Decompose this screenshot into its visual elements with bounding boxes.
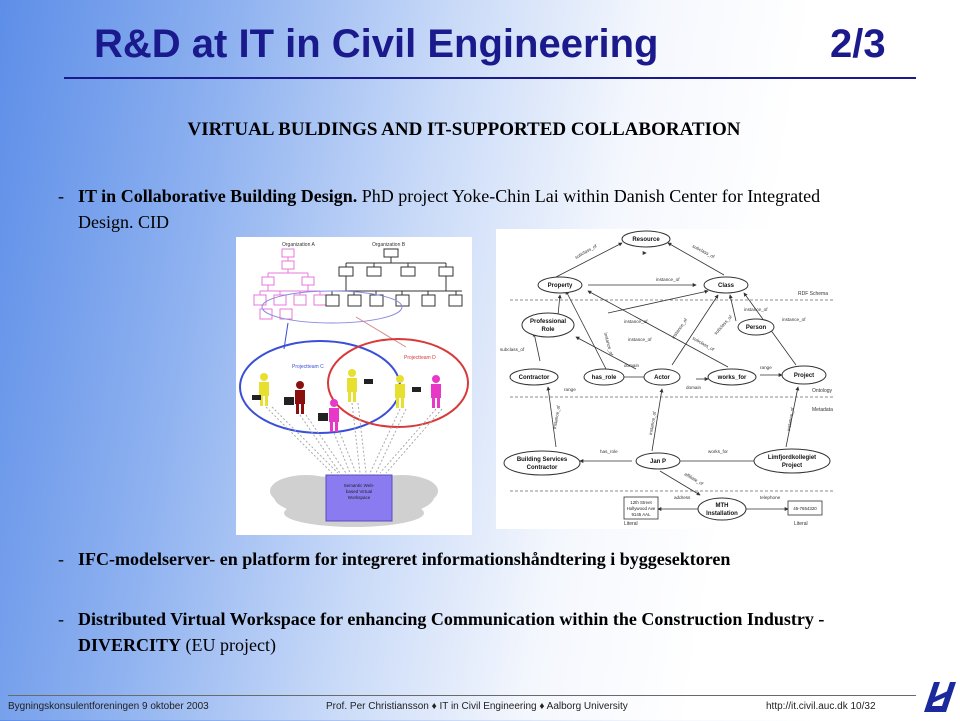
- layer-rdf-schema: RDF Schema: [798, 291, 828, 297]
- bullet-rest: PhD project Yoke-Chin Lai within Danish …: [78, 186, 821, 232]
- org-b-chart: [325, 248, 463, 307]
- node-label: works_for: [717, 375, 747, 381]
- title-divider: [64, 77, 916, 79]
- node-label: Professional: [530, 319, 566, 325]
- footer-divider: [8, 695, 916, 696]
- footer-left: Bygningskonsulentforeningen 9 oktober 20…: [8, 701, 209, 712]
- node-label: Resource: [632, 237, 660, 243]
- node-label: Project: [782, 463, 802, 469]
- bullet-rest: (EU project): [181, 635, 276, 655]
- edge-label: instance_of: [624, 319, 648, 324]
- layer-literal-1: Literal: [624, 521, 638, 527]
- node-label: has_role: [592, 375, 617, 381]
- edge-label: domain: [624, 363, 640, 368]
- org-a-chart: [253, 248, 327, 320]
- org-grouping-ellipse: [261, 290, 403, 324]
- edge-label: instance_of: [671, 317, 689, 340]
- workspace-connections: [265, 402, 443, 474]
- university-logo-icon: [920, 676, 958, 716]
- node-label: Project: [794, 373, 814, 379]
- bullet-bold: Distributed Virtual Workspace for enhanc…: [78, 609, 825, 655]
- phone-literal-box: [787, 500, 823, 516]
- node-label: Role: [541, 327, 555, 333]
- node-labels: Resource Property Class Professional Rol…: [517, 237, 816, 517]
- layer-literal-2: Literal: [794, 521, 808, 527]
- edge-label: telephone: [760, 495, 781, 500]
- edge-label: address: [674, 495, 691, 500]
- literal-label: 9145 AAL: [631, 512, 651, 517]
- edge-label: instance_of: [552, 404, 561, 429]
- slide-subtitle: VIRTUAL BULDINGS AND IT-SUPPORTED COLLAB…: [187, 119, 741, 140]
- literal-label: 12th Street: [630, 500, 652, 505]
- node-label: Actor: [654, 375, 670, 381]
- footer-middle: Prof. Per Christiansson ♦ IT in Civil En…: [326, 701, 628, 712]
- workspace-line-3: Workspace: [348, 495, 371, 500]
- literal-label: 45-7654320: [793, 506, 817, 511]
- edge-label: instance_of: [782, 317, 806, 322]
- node-label: Building Services: [517, 457, 568, 463]
- layer-metadata: Metadata: [812, 407, 833, 413]
- edge-label: domain: [686, 385, 702, 390]
- node-label: Installation: [706, 511, 738, 517]
- address-literal-box: [623, 496, 659, 520]
- workspace-box: [325, 474, 393, 522]
- node-label: Contractor: [519, 375, 550, 381]
- edge-label: works_for: [708, 449, 728, 454]
- node-label: Person: [746, 325, 767, 331]
- bullet-divercity: - Distributed Virtual Workspace for enha…: [58, 606, 878, 660]
- edge-label: instance_of: [786, 406, 795, 431]
- edge-label: range: [564, 387, 576, 392]
- literal-labels: 12th Street Hollywood Ave 9145 AAL 45-76…: [627, 500, 818, 517]
- edge-label: instance_of: [744, 307, 768, 312]
- edge-label: instance_of: [648, 410, 657, 435]
- projectteam-d-label: Projectteam D: [404, 355, 436, 361]
- edge-label: instance_of: [656, 277, 680, 282]
- org-a-label: Organization A: [282, 242, 315, 248]
- node-label: Property: [548, 283, 573, 289]
- bullet-dash: -: [58, 609, 64, 629]
- edge-label: has_role: [600, 449, 618, 454]
- bullet-collaborative-design: - IT in Collaborative Building Design. P…: [58, 183, 858, 237]
- slide-page-indicator: 2/3: [830, 22, 886, 66]
- workspace-line-2: based Virtual: [346, 489, 372, 494]
- projectteam-d-ellipse: [327, 338, 469, 428]
- ontology-nodes: [503, 230, 831, 521]
- bullet-bold: IT in Collaborative Building Design.: [78, 186, 358, 206]
- node-label: Limfjordkollegiet: [768, 455, 816, 461]
- edge-label: subclass_of: [692, 243, 716, 259]
- workspace-line-1: Semantic Web-: [344, 483, 375, 488]
- org-b-label: Organization B: [372, 242, 406, 248]
- bullet-dash: -: [58, 549, 64, 569]
- node-label: MTH: [716, 503, 729, 509]
- edge-label: range: [760, 365, 772, 370]
- node-label: Jan P: [650, 459, 666, 465]
- figure-organizations-diagram: Organization A Organization B: [236, 237, 472, 535]
- bullet-text: Distributed Virtual Workspace for enhanc…: [78, 606, 858, 658]
- edge-label: subclass_of: [500, 347, 525, 352]
- bullet-text: IFC-modelserver- en platform for integre…: [78, 549, 731, 569]
- team-members: [252, 369, 441, 432]
- slide-title-text: R&D at IT in Civil Engineering: [94, 22, 659, 66]
- edge-label: instance_of: [628, 337, 652, 342]
- node-label: Contractor: [527, 465, 558, 471]
- projectteam-c-label: Projectteam C: [292, 364, 324, 370]
- edge-label: subclass_of: [692, 336, 716, 353]
- footer-right: http://it.civil.auc.dk 10/32: [766, 701, 876, 712]
- figure-ontology-diagram: RDF Schema Ontology Metadata Literal Lit…: [496, 229, 840, 529]
- bullet-dash: -: [58, 186, 64, 206]
- literal-label: Hollywood Ave: [627, 506, 656, 511]
- edge-label: affiliate_of: [684, 472, 705, 487]
- edge-label: subclass_of: [713, 314, 733, 336]
- node-label: Class: [718, 283, 735, 289]
- layer-ontology: Ontology: [812, 388, 833, 394]
- bullet-text: IT in Collaborative Building Design. PhD…: [78, 183, 858, 235]
- edge-label: instance_of: [603, 332, 614, 357]
- layer-separators: [510, 299, 834, 492]
